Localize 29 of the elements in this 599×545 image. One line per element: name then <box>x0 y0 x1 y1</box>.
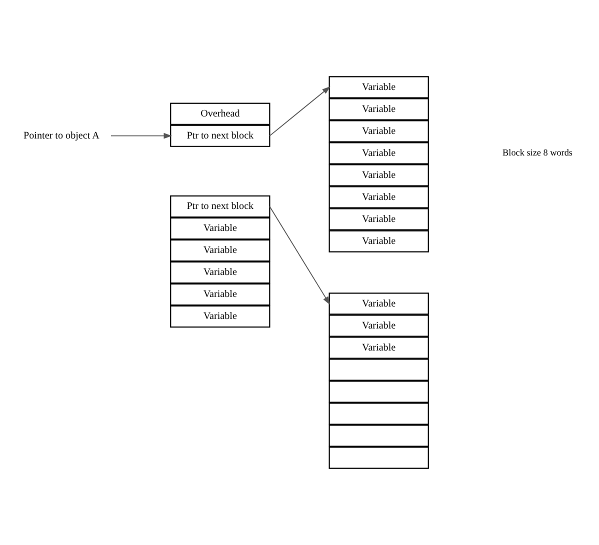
node-box: Variable <box>328 336 429 359</box>
node-box: Variable <box>328 208 429 230</box>
arrow <box>110 132 172 139</box>
node-box: Variable <box>328 314 429 337</box>
node-box: Variable <box>328 230 429 252</box>
node-box: Variable <box>328 292 429 315</box>
node-box: Variable <box>170 239 270 262</box>
label: Block size 8 words <box>502 148 572 158</box>
node-box: Variable <box>328 98 429 120</box>
node-text: Pointer to object A <box>24 130 100 142</box>
arrow <box>269 206 330 305</box>
node-box: Variable <box>328 186 429 208</box>
node-box: Variable <box>328 164 429 186</box>
node-box: Variable <box>328 142 429 164</box>
node-box <box>328 402 429 425</box>
node-box <box>328 380 429 403</box>
node-box: Variable <box>328 120 429 142</box>
node-box <box>328 446 429 469</box>
arrow <box>269 86 330 136</box>
node-box: Variable <box>170 305 270 328</box>
node-box <box>328 424 429 447</box>
node-box: Ptr to next block <box>170 124 270 147</box>
node-box: Variable <box>170 217 270 240</box>
node-box: Overhead <box>170 102 270 125</box>
node-box: Ptr to next block <box>170 195 270 218</box>
node-box: Variable <box>328 76 429 98</box>
node-box: Variable <box>170 261 270 284</box>
node-box: Variable <box>170 283 270 306</box>
node-box <box>328 358 429 381</box>
